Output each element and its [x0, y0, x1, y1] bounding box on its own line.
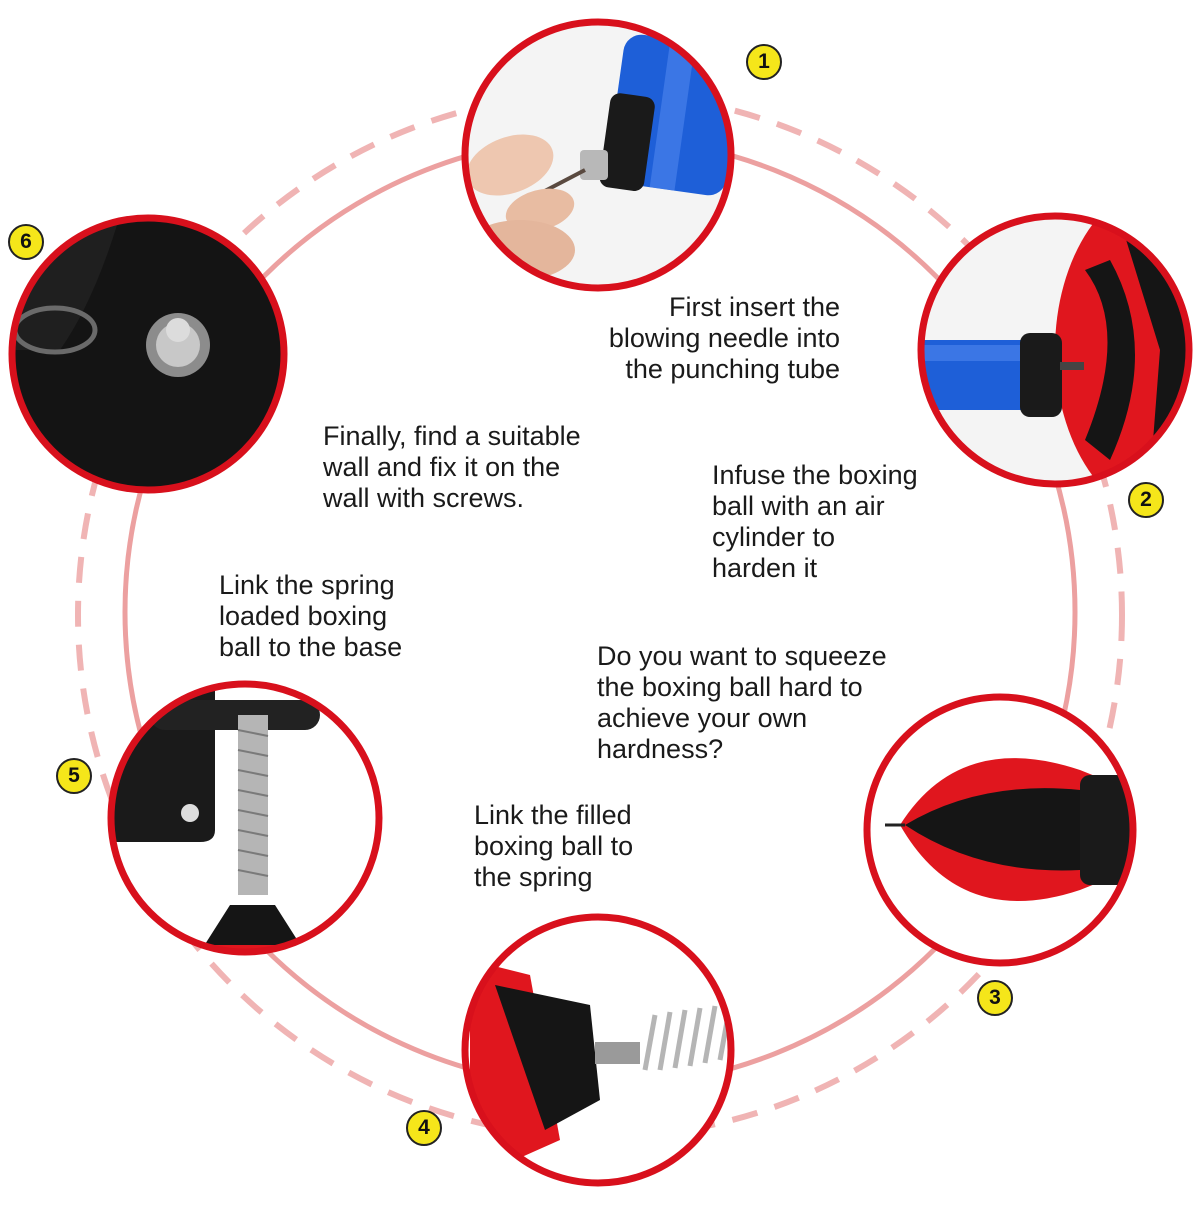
photo-4-base-spring — [465, 917, 731, 1183]
step-3-line: Do you want to squeeze — [597, 641, 887, 671]
photo-6-frame — [8, 214, 288, 494]
step-2-line: cylinder to — [712, 522, 836, 552]
step-1-text: First insert the blowing needle into the… — [583, 292, 840, 385]
step-badge-4: 4 — [406, 1110, 442, 1146]
step-3-line: hardness? — [597, 734, 724, 764]
step-badge-3: 3 — [977, 980, 1013, 1016]
step-5-text: Link the spring loaded boxing ball to th… — [219, 570, 402, 663]
photo-5-frame — [107, 680, 383, 956]
step-6-text: Finally, find a suitable wall and fix it… — [323, 421, 581, 514]
photo-2-frame — [917, 212, 1193, 488]
step-2-line: harden it — [712, 553, 818, 583]
photo-4-frame — [461, 913, 735, 1187]
step-6-line: wall with screws. — [323, 483, 525, 513]
photo-1-frame — [461, 18, 735, 292]
step-2-text: Infuse the boxing ball with an air cylin… — [712, 460, 918, 584]
step-badge-1: 1 — [746, 44, 782, 80]
step-4-line: Link the filled — [474, 800, 632, 830]
step-6-line: Finally, find a suitable — [323, 421, 581, 451]
step-5-line: ball to the base — [219, 632, 403, 662]
step-4-text: Link the filled boxing ball to the sprin… — [474, 800, 633, 893]
step-5-line: Link the spring — [219, 570, 395, 600]
step-3-line: achieve your own — [597, 703, 808, 733]
step-5-line: loaded boxing — [219, 601, 388, 631]
photo-3-frame — [863, 693, 1137, 967]
step-badge-2: 2 — [1128, 482, 1164, 518]
step-1-line: blowing needle into — [608, 323, 840, 353]
step-2-line: ball with an air — [712, 491, 885, 521]
photo-5-base-spring — [111, 685, 379, 952]
step-1-line: the punching tube — [625, 354, 840, 384]
step-4-line: boxing ball to — [474, 831, 634, 861]
photo-3-speed-ball — [867, 697, 1133, 963]
step-badge-5: 5 — [56, 758, 92, 794]
step-badge-6: 6 — [8, 224, 44, 260]
step-3-text: Do you want to squeeze the boxing ball h… — [597, 641, 887, 765]
photo-2-pump-ball — [921, 216, 1189, 484]
step-2-line: Infuse the boxing — [712, 460, 918, 490]
photo-1-pump-needle — [465, 22, 731, 288]
step-4-line: the spring — [474, 862, 593, 892]
dashed-outer-ring — [75, 90, 1125, 1140]
step-3-line: the boxing ball hard to — [597, 672, 863, 702]
step-6-line: wall and fix it on the — [323, 452, 561, 482]
step-1-line: First insert the — [668, 292, 840, 322]
